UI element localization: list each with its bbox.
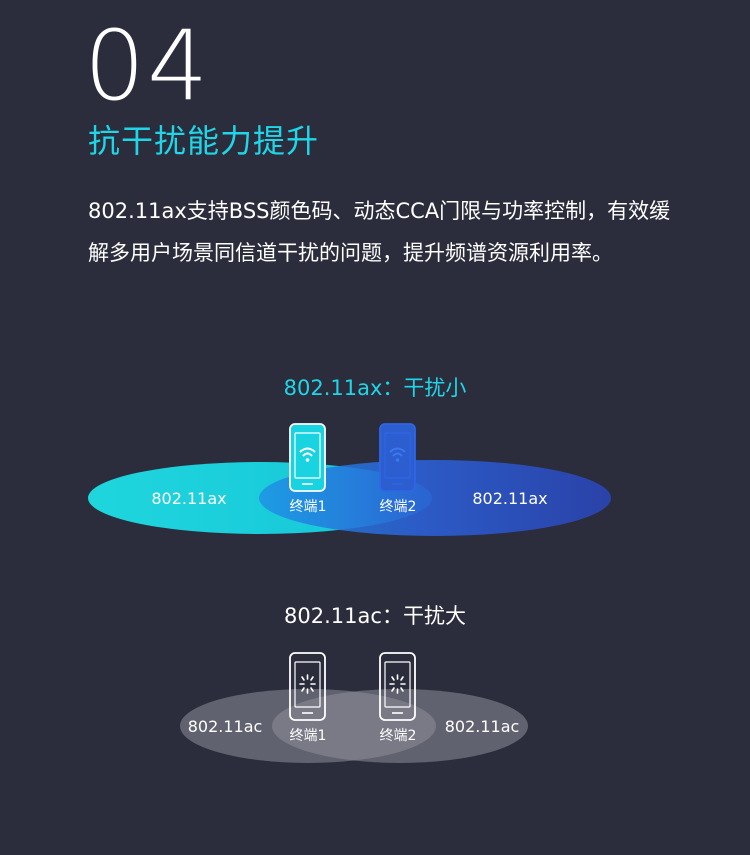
ac-right-label: 802.11ac <box>445 717 520 736</box>
phone-loading-icon <box>289 652 326 721</box>
ax-right-ellipse <box>259 460 611 536</box>
section-description: 802.11ax支持BSS颜色码、动态CCA门限与功率控制，有效缓解多用户场景同… <box>88 199 671 265</box>
ac-left-label: 802.11ac <box>188 717 263 736</box>
ac-caption: 802.11ac：干扰大 <box>284 604 466 628</box>
ac-terminal2-label: 终端2 <box>380 728 417 744</box>
ac-right-ellipse <box>272 689 528 763</box>
phone-wifi-icon <box>289 423 326 492</box>
ac-terminal1-label: 终端1 <box>290 728 327 744</box>
phone-loading-icon <box>379 652 416 721</box>
ax-left-label: 802.11ax <box>151 489 226 508</box>
section-title: 抗干扰能力提升 <box>88 122 320 160</box>
ax-terminal1-label: 终端1 <box>290 499 327 515</box>
ax-right-label: 802.11ax <box>472 489 547 508</box>
ac-diagram: 802.11ac 802.11ac 终端1 终端2 <box>180 652 528 763</box>
ax-caption: 802.11ax：干扰小 <box>283 376 467 400</box>
phone-wifi-icon <box>379 423 416 492</box>
section-number: 04 <box>84 10 211 122</box>
ax-diagram: 802.11ax 802.11ax 终端1 终端2 <box>88 423 611 536</box>
ax-terminal2-label: 终端2 <box>380 499 417 515</box>
